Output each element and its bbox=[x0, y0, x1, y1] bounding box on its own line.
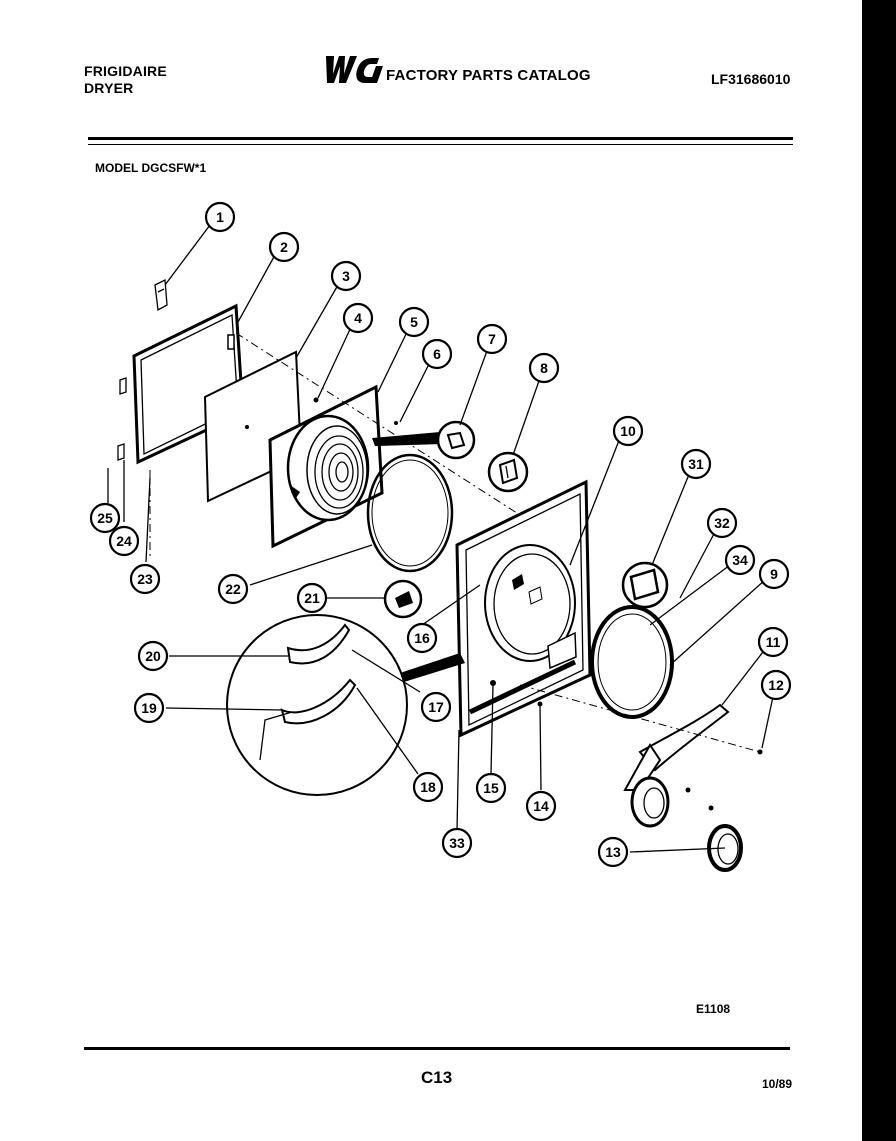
svg-text:34: 34 bbox=[732, 552, 748, 568]
svg-text:22: 22 bbox=[225, 581, 241, 597]
svg-text:10: 10 bbox=[620, 423, 636, 439]
part-4-screw bbox=[313, 397, 319, 403]
svg-text:17: 17 bbox=[428, 699, 444, 715]
svg-text:11: 11 bbox=[766, 634, 781, 650]
svg-text:25: 25 bbox=[97, 510, 113, 526]
svg-text:33: 33 bbox=[449, 835, 465, 851]
alignment-line-a bbox=[235, 332, 521, 516]
callout-5: 5 bbox=[398, 306, 430, 338]
callout-31: 31 bbox=[680, 448, 712, 480]
svg-text:1: 1 bbox=[216, 209, 224, 225]
callout-12: 12 bbox=[760, 669, 792, 701]
wci-logo bbox=[326, 56, 383, 83]
part-9-drawing bbox=[590, 605, 674, 719]
callout-9: 9 bbox=[758, 558, 790, 590]
svg-text:13: 13 bbox=[605, 844, 621, 860]
callout-24: 24 bbox=[108, 525, 140, 557]
svg-text:6: 6 bbox=[433, 346, 441, 362]
callout-22: 22 bbox=[217, 573, 249, 605]
svg-text:21: 21 bbox=[304, 590, 320, 606]
part-22-drawing bbox=[366, 453, 454, 573]
callout-13: 13 bbox=[597, 836, 629, 868]
svg-text:3: 3 bbox=[342, 268, 350, 284]
svg-text:14: 14 bbox=[533, 798, 549, 814]
callout-25: 25 bbox=[89, 502, 121, 534]
svg-text:23: 23 bbox=[137, 571, 153, 587]
callout-7: 7 bbox=[476, 323, 508, 355]
svg-text:15: 15 bbox=[483, 780, 499, 796]
catalog-number: LF31686010 bbox=[711, 71, 791, 87]
model-label: MODEL DGCSFW*1 bbox=[95, 161, 207, 175]
footer-divider bbox=[84, 1047, 790, 1050]
callout-20: 20 bbox=[137, 640, 169, 672]
callout-14: 14 bbox=[525, 790, 557, 822]
svg-text:16: 16 bbox=[414, 630, 430, 646]
callout-11: 11 bbox=[757, 626, 789, 658]
part-12-screw bbox=[757, 749, 763, 755]
svg-text:31: 31 bbox=[688, 456, 704, 472]
part-8-drawing bbox=[487, 451, 529, 493]
svg-text:18: 18 bbox=[420, 779, 436, 795]
svg-text:2: 2 bbox=[280, 239, 288, 255]
callout-4: 4 bbox=[342, 302, 374, 334]
callout-19: 19 bbox=[133, 692, 165, 724]
part-11-drawing bbox=[623, 703, 730, 828]
callout-32: 32 bbox=[706, 507, 738, 539]
diagram-code: E1108 bbox=[696, 1002, 731, 1016]
part-7-leader-bar bbox=[372, 432, 443, 446]
callout-23: 23 bbox=[129, 563, 161, 595]
callout-2: 2 bbox=[268, 231, 300, 263]
brand-block: FRIGIDAIRE DRYER bbox=[84, 63, 167, 97]
part-33-drawing bbox=[455, 479, 592, 738]
callout-21: 21 bbox=[296, 582, 328, 614]
callout-8: 8 bbox=[528, 352, 560, 384]
part-5-drawing bbox=[268, 384, 384, 549]
catalog-sheet: FRIGIDAIRE DRYER FACTORY PARTS CATALOG L… bbox=[0, 0, 862, 1141]
part-31-drawing bbox=[621, 561, 669, 609]
svg-text:8: 8 bbox=[540, 360, 548, 376]
header-divider bbox=[88, 137, 793, 140]
svg-text:20: 20 bbox=[145, 648, 161, 664]
svg-text:7: 7 bbox=[488, 331, 496, 347]
svg-text:12: 12 bbox=[768, 677, 784, 693]
svg-text:5: 5 bbox=[410, 314, 418, 330]
callout-6: 6 bbox=[421, 338, 453, 370]
svg-text:9: 9 bbox=[770, 566, 778, 582]
part-1-drawing bbox=[154, 278, 168, 312]
part-6-screw bbox=[394, 421, 398, 425]
callout-34: 34 bbox=[724, 544, 756, 576]
svg-text:4: 4 bbox=[354, 310, 362, 326]
appliance-type: DRYER bbox=[84, 80, 134, 96]
svg-text:24: 24 bbox=[116, 533, 132, 549]
alignment-line-c bbox=[519, 684, 761, 753]
leader-lines bbox=[107, 224, 775, 853]
callout-10: 10 bbox=[612, 415, 644, 447]
callout-17: 17 bbox=[420, 691, 452, 723]
header-divider-thin bbox=[88, 144, 793, 145]
callout-33: 33 bbox=[441, 827, 473, 859]
callout-15: 15 bbox=[475, 772, 507, 804]
part-7-drawing bbox=[436, 420, 476, 460]
svg-text:32: 32 bbox=[714, 515, 730, 531]
callout-3: 3 bbox=[330, 260, 362, 292]
svg-text:19: 19 bbox=[141, 700, 157, 716]
callout-16: 16 bbox=[406, 622, 438, 654]
page-number: C13 bbox=[421, 1068, 453, 1087]
callout-1: 1 bbox=[204, 201, 236, 233]
revision-date: 10/89 bbox=[762, 1077, 793, 1091]
part-21-drawing bbox=[383, 579, 423, 619]
callout-18: 18 bbox=[412, 771, 444, 803]
brand-name: FRIGIDAIRE bbox=[84, 63, 167, 79]
detail-magnifier bbox=[226, 614, 465, 796]
catalog-title: FACTORY PARTS CATALOG bbox=[386, 67, 591, 84]
exploded-parts-diagram: 1 2 3 4 5 6 7 8 10 31 32 34 9 11 12 25 2… bbox=[89, 201, 792, 872]
